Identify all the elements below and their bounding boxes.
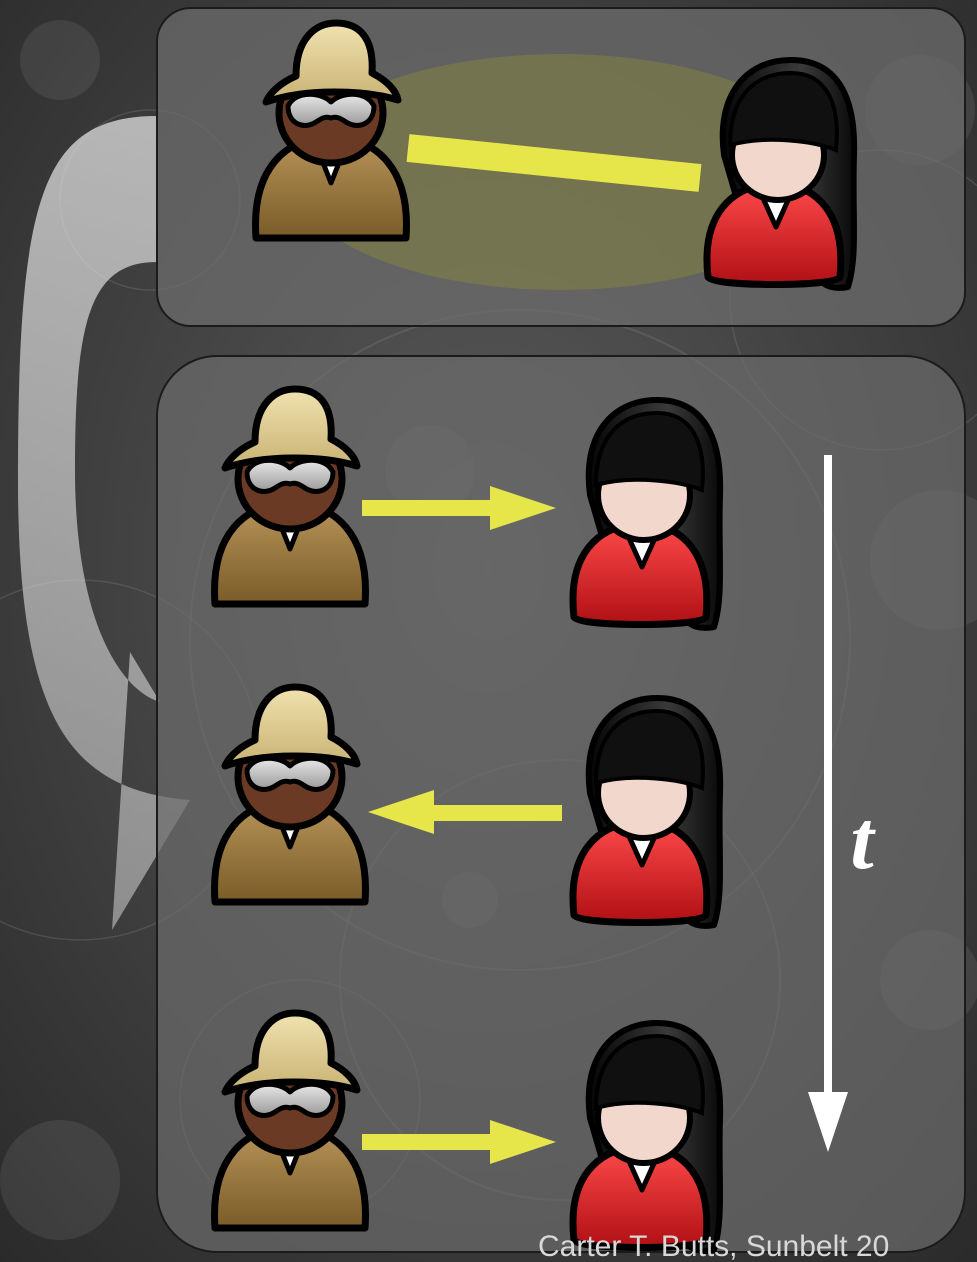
woman-icon-event-1 — [573, 400, 720, 628]
woman-icon-event-2 — [573, 698, 720, 926]
time-axis-label: t — [850, 794, 876, 887]
event-2-arrow — [368, 790, 562, 834]
credit-text: Carter T. Butts, Sunbelt 20 — [538, 1230, 889, 1262]
time-axis-arrow — [808, 455, 848, 1152]
undirected-tie-line — [406, 134, 702, 192]
event-1-arrow — [362, 486, 556, 530]
top-panel — [156, 7, 966, 327]
woman-icon-top — [707, 60, 854, 288]
bottom-panel: t — [156, 355, 966, 1252]
transition-curve-arrow — [18, 116, 190, 930]
woman-icon-event-3 — [573, 1023, 720, 1251]
event-3-arrow — [362, 1120, 556, 1164]
